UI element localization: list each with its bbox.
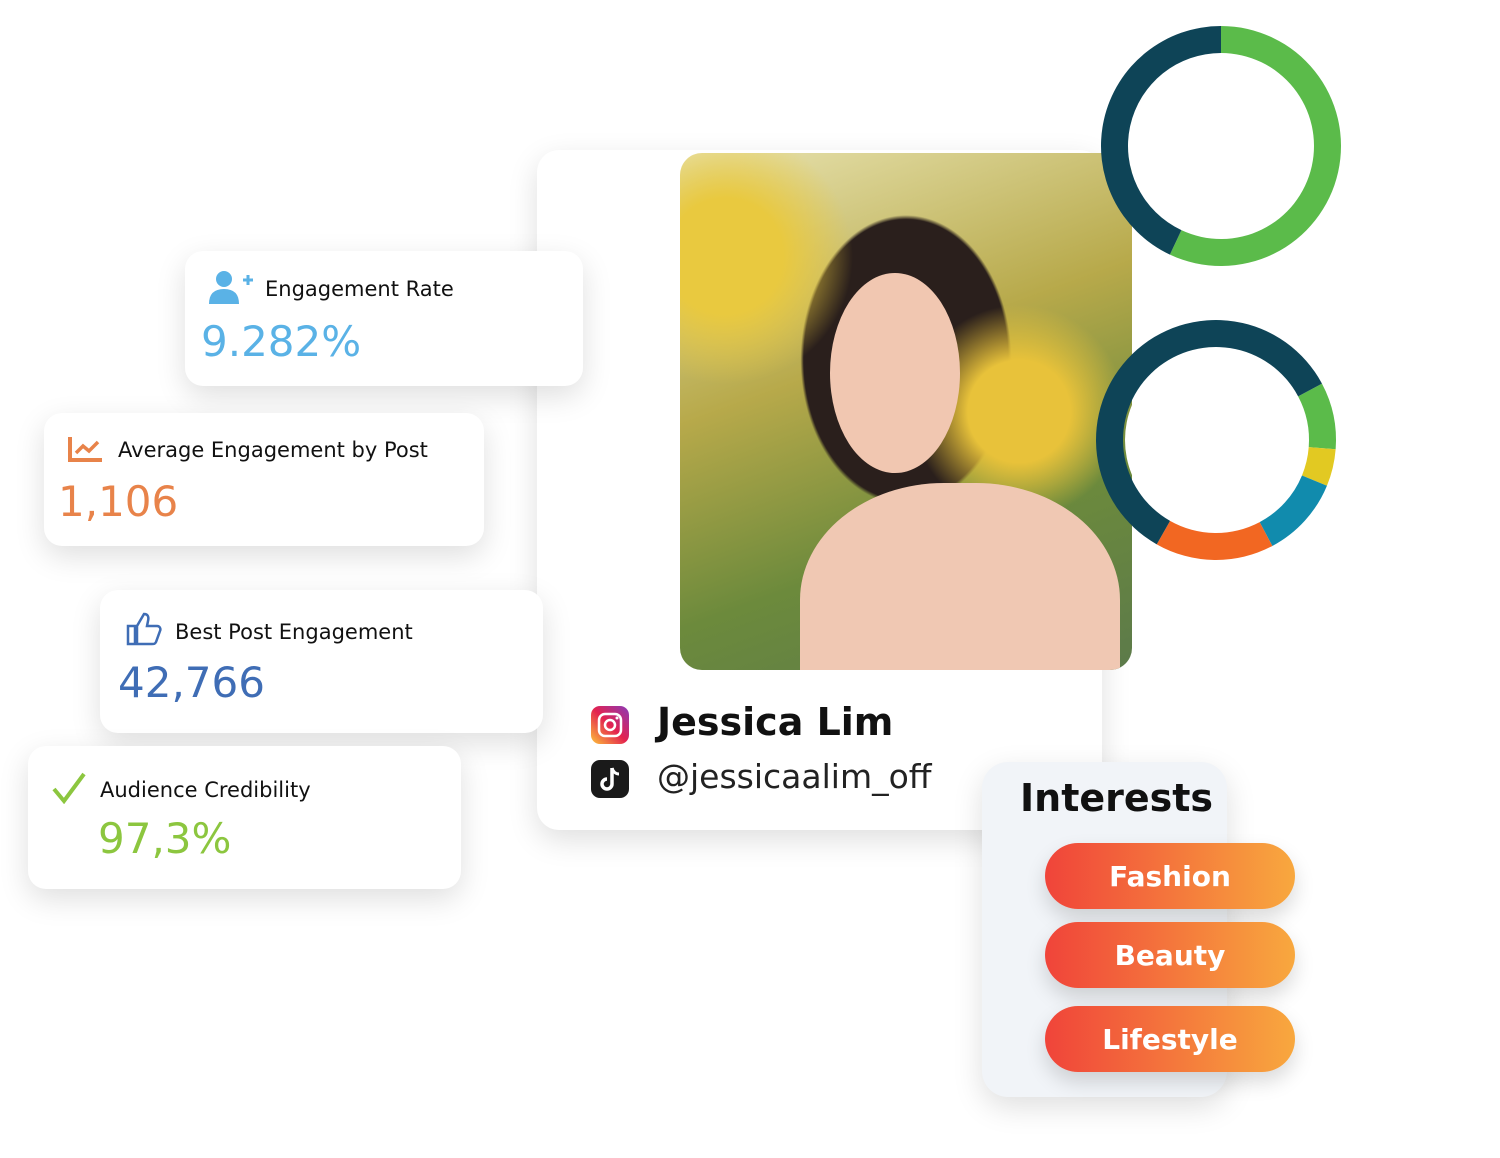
donut-segment: [1301, 447, 1336, 486]
metric-value: 1,106: [58, 477, 179, 526]
metric-value: 42,766: [118, 658, 265, 707]
donut-chart-bottom: [1096, 320, 1336, 560]
metric-title: Average Engagement by Post: [118, 438, 428, 462]
donut-segment: [1298, 383, 1336, 450]
metric-title: Best Post Engagement: [175, 620, 413, 644]
thumbs-up-icon: [126, 612, 162, 646]
user-plus-icon: [209, 271, 253, 304]
metric-value: 97,3%: [98, 814, 232, 863]
profile-name: Jessica Lim: [657, 700, 894, 744]
trending-chart-icon: [68, 437, 102, 462]
audience-credibility-card: Audience Credibility 97,3%: [28, 746, 461, 889]
interests-title: Interests: [1020, 776, 1214, 820]
interest-tag-fashion[interactable]: Fashion: [1045, 843, 1295, 909]
metric-title: Audience Credibility: [100, 778, 311, 802]
donut-segment: [1156, 520, 1273, 560]
donut-segment: [1169, 26, 1341, 266]
profile-photo: [680, 153, 1132, 670]
tiktok-icon[interactable]: [591, 760, 629, 798]
donut-segment: [1101, 25, 1221, 255]
best-post-card: Best Post Engagement 42,766: [100, 590, 543, 733]
avg-engagement-card: Average Engagement by Post 1,106: [44, 413, 484, 546]
checkmark-icon: [52, 772, 86, 804]
interest-tag-beauty[interactable]: Beauty: [1045, 922, 1295, 988]
engagement-rate-card: Engagement Rate 9.282%: [185, 251, 583, 386]
donut-segment: [1259, 475, 1327, 546]
donut-chart-top: [1101, 25, 1341, 266]
instagram-icon[interactable]: [591, 706, 629, 744]
metric-value: 9.282%: [201, 317, 362, 366]
profile-handle[interactable]: @jessicaalim_off: [657, 757, 932, 796]
interest-tag-lifestyle[interactable]: Lifestyle: [1045, 1006, 1295, 1072]
metric-title: Engagement Rate: [265, 277, 454, 301]
